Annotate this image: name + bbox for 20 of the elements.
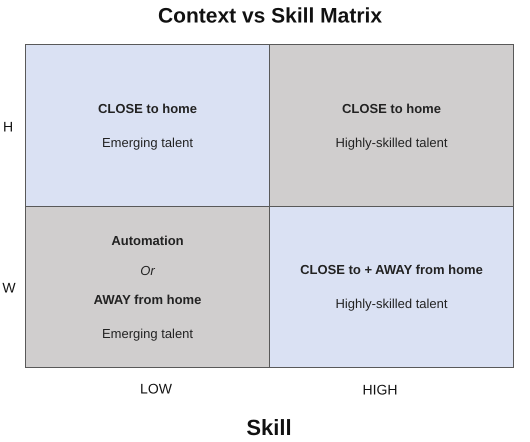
axis-tick-label: W xyxy=(2,280,16,296)
conjunction-text: Or xyxy=(140,262,155,278)
quadrant-heading: AWAY from home xyxy=(94,292,202,308)
chart-title: Context vs Skill Matrix xyxy=(158,3,382,29)
talent-label: Highly-skilled talent xyxy=(336,296,448,312)
talent-label: Emerging talent xyxy=(102,326,194,342)
axis-tick-label: LOW xyxy=(140,380,172,398)
matrix-quadrant xyxy=(25,44,270,207)
matrix-quadrant xyxy=(25,206,270,368)
quadrant-heading: CLOSE to home xyxy=(342,100,441,116)
talent-label: Emerging talent xyxy=(102,134,194,150)
axis-title: Skill xyxy=(246,414,292,442)
quadrant-heading: Automation xyxy=(111,232,184,248)
talent-label: Highly-skilled talent xyxy=(336,134,448,150)
axis-tick-label: H xyxy=(2,118,14,136)
matrix-quadrant xyxy=(269,44,514,207)
axis-tick-label: HIGH xyxy=(362,382,398,398)
quadrant-heading: CLOSE to home xyxy=(98,100,197,116)
quadrant-heading: CLOSE to + AWAY from home xyxy=(300,262,483,278)
matrix-quadrant xyxy=(269,206,514,368)
